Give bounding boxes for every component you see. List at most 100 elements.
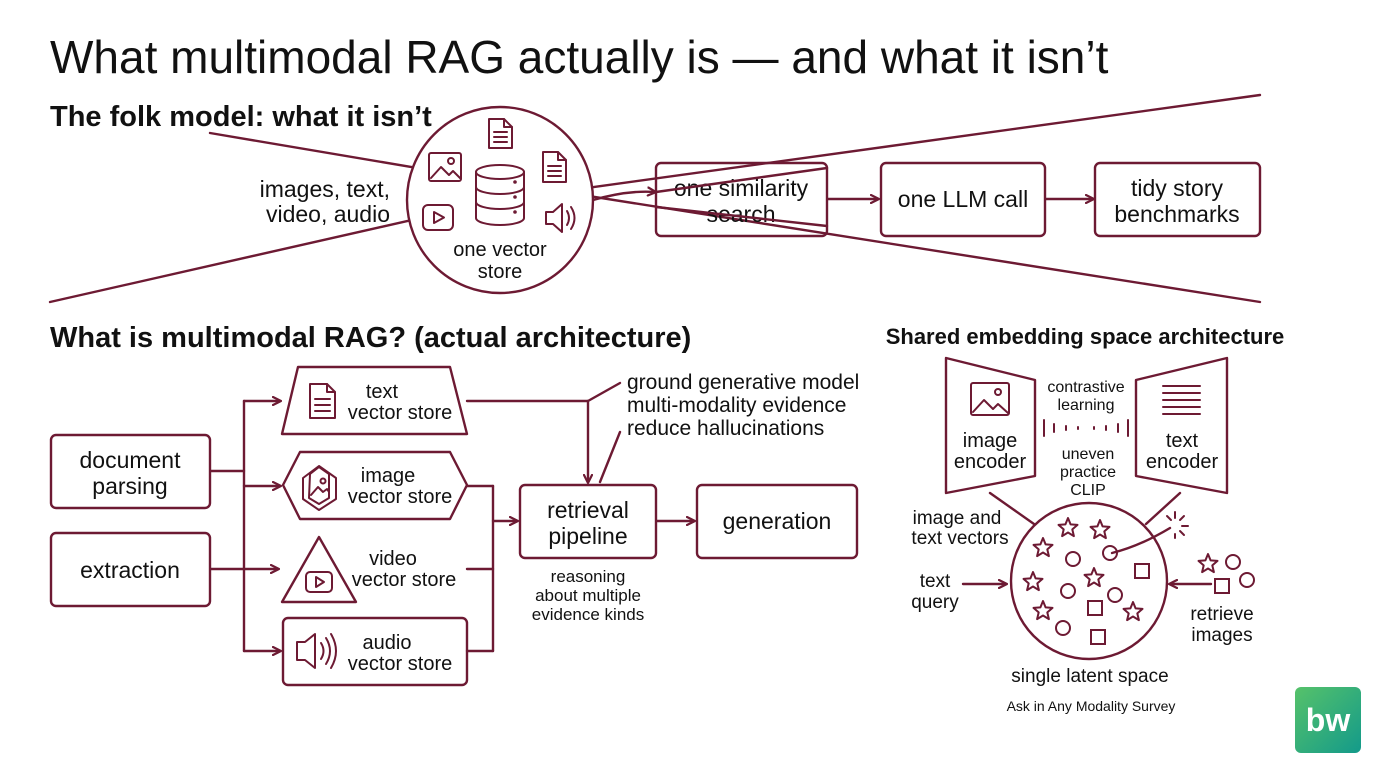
- reasoning-line1: reasoning: [551, 567, 626, 586]
- star-point: [1089, 519, 1111, 540]
- audio-store-line1: audio: [363, 632, 412, 654]
- retrieve-images-line1: retrieve: [1190, 604, 1253, 625]
- image-store-line1: image: [361, 465, 415, 487]
- square-point: [1087, 600, 1103, 616]
- cross-overlay-down: [654, 205, 829, 228]
- text-encoder-connector: [1144, 491, 1182, 526]
- vector-store-label-line1: one vector: [453, 239, 547, 261]
- tidy-story-line1: tidy story: [1131, 175, 1224, 201]
- uneven-line1: uneven: [1062, 446, 1115, 463]
- image-encoder-connector: [988, 491, 1036, 526]
- vectors-line1: image and: [913, 508, 1002, 529]
- circle-point: [1065, 551, 1081, 567]
- arrow-store-to-search: [591, 192, 655, 202]
- logo-text: bw: [1306, 702, 1351, 738]
- source-label: Ask in Any Modality Survey: [1007, 698, 1176, 714]
- reasoning-line2: about multiple: [535, 586, 641, 605]
- folk-inputs-line1: images, text,: [260, 176, 390, 202]
- video-icon: [305, 571, 333, 593]
- generation-box: [695, 483, 859, 560]
- reasoning-line3: evidence kinds: [532, 605, 644, 624]
- star-point: [1197, 553, 1219, 574]
- text-store-line2: vector store: [348, 402, 452, 424]
- circle-point: [1225, 554, 1241, 570]
- shared-embedding-section: Shared embedding space architecture imag…: [886, 324, 1285, 714]
- note-line1: ground generative model: [627, 371, 859, 394]
- note-leader-1: [586, 381, 622, 403]
- star-point: [1032, 600, 1054, 621]
- architecture-section: What is multimodal RAG? (actual architec…: [49, 322, 859, 687]
- note-line3: reduce hallucinations: [627, 417, 824, 440]
- uneven-line2: practice: [1060, 464, 1116, 481]
- tidy-story-line2: benchmarks: [1114, 201, 1239, 227]
- folk-inputs-line2: video, audio: [266, 201, 390, 227]
- single-latent-space-label: single latent space: [1011, 666, 1168, 687]
- image-encoder-panel: [944, 356, 1037, 495]
- text-encoder-panel: [1134, 356, 1229, 495]
- architecture-heading: What is multimodal RAG? (actual architec…: [50, 322, 691, 354]
- circle-point: [1239, 572, 1255, 588]
- star-point: [1022, 571, 1044, 592]
- uneven-line3: CLIP: [1070, 482, 1106, 499]
- video-store-line1: video: [369, 548, 417, 570]
- note-leader-2: [598, 430, 622, 484]
- text-query-line2: query: [911, 592, 959, 613]
- slide-title: What multimodal RAG actually is — and wh…: [50, 31, 1109, 83]
- extraction-label: extraction: [80, 557, 180, 583]
- document-parsing-line2: parsing: [92, 473, 167, 499]
- document-icon: [488, 118, 513, 149]
- tidy-story-benchmarks-box: [1093, 161, 1262, 238]
- database-icon: [475, 164, 525, 226]
- text-file-icon: [542, 151, 567, 183]
- audio-icon: [545, 203, 576, 233]
- star-point: [1122, 601, 1144, 622]
- contrastive-ticks: [1043, 419, 1129, 437]
- image-encoder-line1: image: [963, 430, 1017, 452]
- shared-embedding-heading: Shared embedding space architecture: [886, 324, 1285, 349]
- circle-point: [1060, 583, 1076, 599]
- document-icon: [309, 383, 336, 419]
- document-parsing-line1: document: [79, 447, 181, 473]
- vector-store-label-line2: store: [478, 261, 522, 283]
- text-encoder-line1: text: [1166, 430, 1199, 452]
- video-icon: [422, 204, 454, 231]
- square-point: [1214, 578, 1230, 594]
- star-point: [1057, 517, 1079, 538]
- contrastive-line2: learning: [1058, 397, 1115, 414]
- cross-overlay-up: [654, 166, 829, 194]
- one-llm-call-label: one LLM call: [898, 186, 1028, 212]
- image-icon: [302, 465, 337, 511]
- text-query-line1: text: [920, 571, 951, 592]
- folk-model-section: The folk model: what it isn’t images, te…: [48, 93, 1262, 304]
- retrieved-items-cluster: [1197, 553, 1255, 594]
- image-icon: [428, 152, 462, 182]
- contrastive-line1: contrastive: [1047, 379, 1124, 396]
- text-store-line1: text: [366, 381, 399, 403]
- image-encoder-line2: encoder: [954, 451, 1027, 473]
- spark-icon: [1166, 511, 1189, 539]
- text-lines-icon: [1162, 385, 1201, 415]
- image-icon: [970, 382, 1010, 416]
- circle-point: [1055, 620, 1071, 636]
- video-vector-store-shape: [280, 535, 358, 604]
- bw-logo: bw: [1295, 687, 1361, 753]
- latent-points: [1022, 517, 1150, 645]
- square-point: [1134, 563, 1150, 579]
- match-curve: [1110, 526, 1172, 555]
- circle-point: [1102, 545, 1118, 561]
- image-store-line2: vector store: [348, 486, 452, 508]
- video-store-line2: vector store: [352, 569, 456, 591]
- star-point: [1032, 537, 1054, 558]
- retrieval-pipeline-line1: retrieval: [547, 497, 629, 523]
- audio-store-line2: vector store: [348, 653, 452, 675]
- retrieve-images-line2: images: [1191, 625, 1252, 646]
- image-vector-store-shape: [281, 450, 469, 521]
- retrieval-pipeline-line2: pipeline: [548, 523, 627, 549]
- audio-icon: [296, 633, 337, 669]
- text-encoder-line2: encoder: [1146, 451, 1219, 473]
- star-point: [1083, 567, 1105, 588]
- square-point: [1090, 629, 1106, 645]
- circle-point: [1107, 587, 1123, 603]
- folk-model-heading: The folk model: what it isn’t: [50, 101, 432, 133]
